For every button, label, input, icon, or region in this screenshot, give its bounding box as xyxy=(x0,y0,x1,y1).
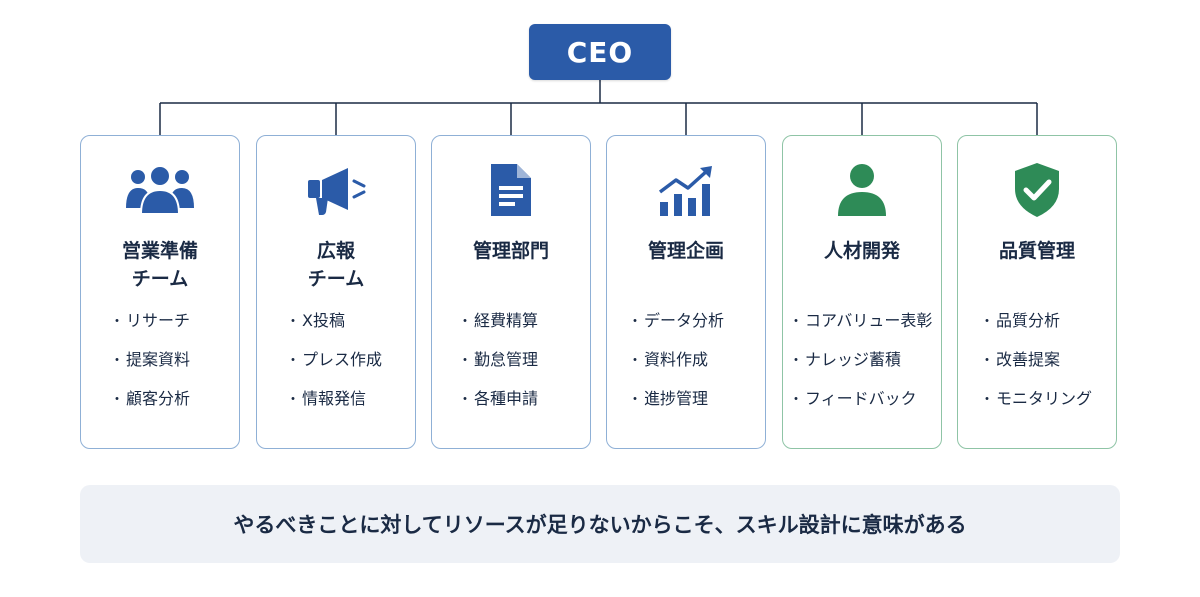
department-item-list: ・データ分析 ・資料作成 ・進捗管理 xyxy=(607,301,786,418)
team-users-icon xyxy=(81,162,239,218)
ceo-box: CEO xyxy=(529,24,671,80)
list-item: ・プレス作成 xyxy=(286,350,383,369)
list-item: ・各種申請 xyxy=(458,389,539,408)
footer-message-bar: やるべきことに対してリソースが足りないからこそ、スキル設計に意味がある xyxy=(80,485,1120,563)
department-card-admin: 管理部門 ・経費精算 ・勤怠管理 ・各種申請 xyxy=(431,135,591,449)
department-item-list: ・経費精算 ・勤怠管理 ・各種申請 xyxy=(432,301,616,418)
megaphone-icon xyxy=(257,162,415,218)
department-title: 品質管理 xyxy=(998,240,1075,262)
list-item: ・フィードバック xyxy=(789,389,917,408)
list-item: ・進捗管理 xyxy=(628,389,709,408)
department-card-planning: 管理企画 ・データ分析 ・資料作成 ・進捗管理 xyxy=(606,135,766,449)
ceo-label: CEO xyxy=(566,35,634,69)
list-item: ・リサーチ xyxy=(110,311,191,330)
list-item: ・ナレッジ蓄積 xyxy=(789,350,902,369)
list-item: ・勤怠管理 xyxy=(458,350,539,369)
list-item: ・提案資料 xyxy=(110,350,191,369)
list-item: ・X投稿 xyxy=(286,311,345,330)
list-item: ・モニタリング xyxy=(980,389,1093,408)
department-item-list: ・品質分析 ・改善提案 ・モニタリング xyxy=(958,301,1138,418)
department-title: 広報 チーム xyxy=(307,240,365,290)
department-title: 管理部門 xyxy=(472,240,549,262)
department-card-quality: 品質管理 ・品質分析 ・改善提案 ・モニタリング xyxy=(957,135,1117,449)
department-card-sales-prep: 営業準備 チーム ・リサーチ ・提案資料 ・顧客分析 xyxy=(80,135,240,449)
list-item: ・顧客分析 xyxy=(110,389,191,408)
department-title: 人材開発 xyxy=(823,240,900,262)
person-icon xyxy=(783,162,941,218)
list-item: ・データ分析 xyxy=(628,311,725,330)
list-item: ・情報発信 xyxy=(286,389,367,408)
document-icon xyxy=(432,162,590,218)
department-card-pr: 広報 チーム ・X投稿 ・プレス作成 ・情報発信 xyxy=(256,135,416,449)
department-title: 管理企画 xyxy=(647,240,724,262)
list-item: ・品質分析 xyxy=(980,311,1061,330)
growth-chart-icon xyxy=(607,162,765,218)
footer-message: やるべきことに対してリソースが足りないからこそ、スキル設計に意味がある xyxy=(233,513,967,537)
department-item-list: ・コアバリュー表彰 ・ナレッジ蓄積 ・フィードバック xyxy=(783,301,947,418)
shield-check-icon xyxy=(958,162,1116,218)
list-item: ・改善提案 xyxy=(980,350,1061,369)
list-item: ・コアバリュー表彰 xyxy=(789,311,933,330)
list-item: ・資料作成 xyxy=(628,350,709,369)
department-item-list: ・X投稿 ・プレス作成 ・情報発信 xyxy=(257,301,444,418)
department-card-hr-development: 人材開発 ・コアバリュー表彰 ・ナレッジ蓄積 ・フィードバック xyxy=(782,135,942,449)
list-item: ・経費精算 xyxy=(458,311,539,330)
department-title: 営業準備 チーム xyxy=(121,240,198,290)
department-item-list: ・リサーチ ・提案資料 ・顧客分析 xyxy=(81,301,268,418)
